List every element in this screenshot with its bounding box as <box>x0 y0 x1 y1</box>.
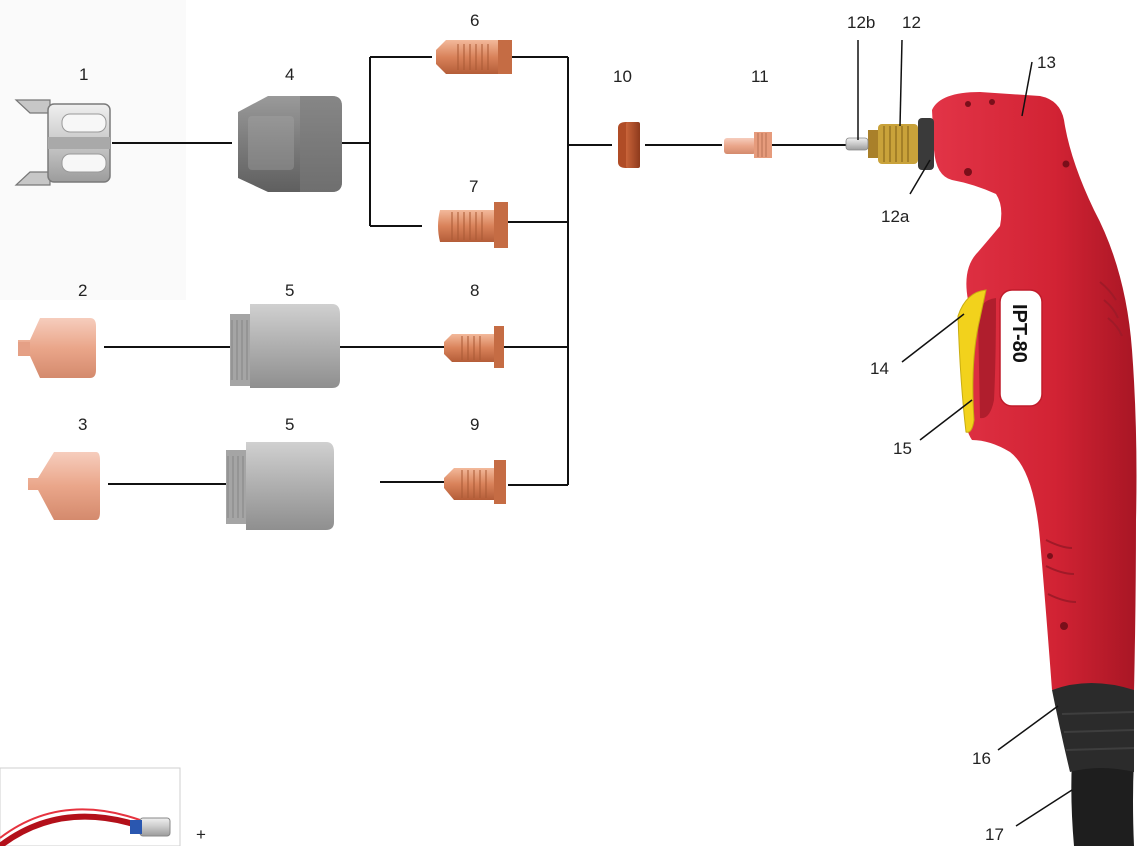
label-1: 1 <box>79 65 88 84</box>
label-14: 14 <box>870 359 889 378</box>
part-7-nozzle <box>438 202 508 248</box>
part-12b-electrode-tip <box>845 137 869 151</box>
part-12-brass-fitting <box>868 118 934 170</box>
label-12: 12 <box>902 13 921 32</box>
label-6: 6 <box>470 11 479 30</box>
label-plus: + <box>196 825 206 844</box>
label-5b: 5 <box>285 415 294 434</box>
part-16-strain-relief <box>1052 680 1134 772</box>
handle-model-text: IPT-80 <box>1008 304 1030 363</box>
part-6-nozzle <box>436 40 512 74</box>
part-5-retaining-cap-b <box>226 442 334 530</box>
label-7: 7 <box>469 177 478 196</box>
part-11-electrode <box>724 132 772 158</box>
label-12a: 12a <box>881 207 910 226</box>
connector-lines <box>104 56 846 486</box>
part-5-retaining-cap-a <box>230 304 340 388</box>
label-10: 10 <box>613 67 632 86</box>
part-3-shield-cup <box>28 452 100 520</box>
torch-body: IPT-80 <box>845 92 1137 846</box>
part-2-shield-cup <box>18 318 96 378</box>
part-4-retaining-cap <box>238 96 342 192</box>
part-9-nozzle <box>444 460 506 504</box>
label-2: 2 <box>78 281 87 300</box>
label-15: 15 <box>893 439 912 458</box>
label-5a: 5 <box>285 281 294 300</box>
part-15-trigger-guard <box>978 298 996 419</box>
label-8: 8 <box>470 281 479 300</box>
part-10-swirl-ring <box>618 122 640 168</box>
label-13: 13 <box>1037 53 1056 72</box>
cable-photo-frame <box>0 767 181 846</box>
label-9: 9 <box>470 415 479 434</box>
part-number-labels: 1 4 6 7 10 11 12b 12 13 12a 2 5 8 14 3 5… <box>78 11 1056 844</box>
label-12b: 12b <box>847 13 875 32</box>
label-4: 4 <box>285 65 294 84</box>
label-16: 16 <box>972 749 991 768</box>
part-14-trigger <box>957 289 987 433</box>
label-17: 17 <box>985 825 1004 844</box>
label-3: 3 <box>78 415 87 434</box>
part-8-nozzle <box>444 326 504 368</box>
cable-photo <box>0 808 171 846</box>
label-11: 11 <box>751 67 769 86</box>
part-17-cable <box>1071 760 1134 846</box>
leader-lines <box>857 39 1073 827</box>
part-1-shield-clip <box>14 99 111 186</box>
handle-label-plate: IPT-80 <box>999 289 1043 407</box>
